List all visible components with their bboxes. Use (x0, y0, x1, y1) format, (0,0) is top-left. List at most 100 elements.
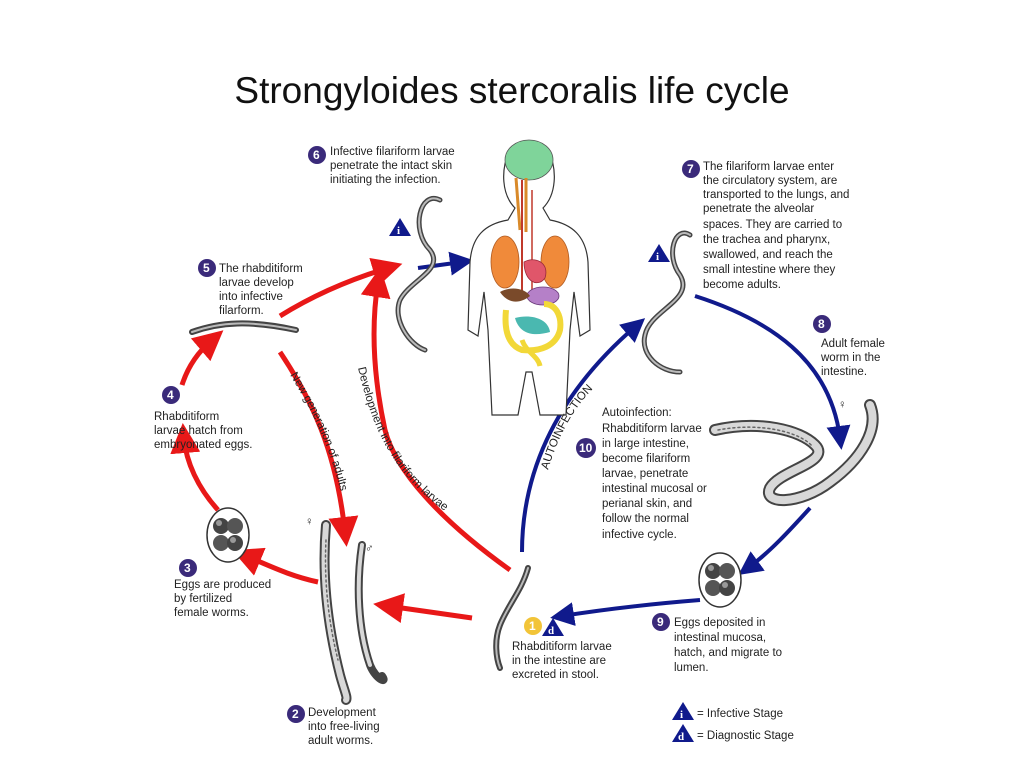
step-label-5: The rhabditiform larvae develop into inf… (219, 263, 303, 317)
svg-text:8: 8 (818, 317, 825, 331)
step-badge-6: 6 (308, 146, 326, 164)
svg-text:initiating the infection.: initiating the infection. (330, 174, 441, 186)
svg-text:4: 4 (167, 388, 174, 402)
infective-stage-icon-6: i (389, 218, 411, 237)
svg-text:2: 2 (292, 707, 299, 721)
female-symbol-2: ♀ (305, 516, 314, 528)
human-body-illustration (467, 139, 591, 416)
step-label-9: Eggs deposited in intestinal mucosa, hat… (674, 617, 782, 674)
svg-text:Autoinfection:: Autoinfection: (602, 407, 672, 419)
arrow-9-to-1 (550, 598, 701, 626)
svg-text:1: 1 (529, 619, 536, 633)
svg-text:in large intestine,: in large intestine, (602, 438, 689, 450)
svg-text:9: 9 (657, 615, 664, 629)
step-badge-4: 4 (162, 386, 180, 404)
svg-text:Eggs are produced: Eggs are produced (174, 579, 271, 591)
svg-text:Eggs deposited in: Eggs deposited in (674, 617, 765, 629)
svg-text:i: i (656, 251, 659, 263)
svg-text:excreted in stool.: excreted in stool. (512, 669, 599, 681)
svg-text:swallowed, and reach the: swallowed, and reach the (703, 249, 833, 261)
svg-text:Infective filariform larvae: Infective filariform larvae (330, 146, 455, 158)
male-symbol-2: ♂ (365, 543, 374, 555)
arrow-6-to-body (417, 251, 474, 276)
label-new-generation: New generation of adults (287, 370, 349, 492)
svg-text:small intestine where they: small intestine where they (703, 264, 836, 276)
svg-text:d: d (548, 625, 554, 637)
step-badge-5: 5 (198, 259, 216, 277)
legend-diagnostic-label: = Diagnostic Stage (697, 730, 794, 742)
step-label-4: Rhabditiform larvae hatch from embryonat… (154, 411, 252, 451)
diagnostic-stage-icon-1: d (542, 618, 564, 637)
svg-text:transported to the lungs, and: transported to the lungs, and (703, 189, 849, 201)
svg-text:penetrate the alveolar: penetrate the alveolar (703, 203, 814, 215)
step-label-10: Autoinfection: Rhabditiform larvae in la… (602, 407, 707, 541)
svg-text:embryonated eggs.: embryonated eggs. (154, 439, 252, 451)
svg-text:intestine.: intestine. (821, 366, 867, 378)
svg-text:3: 3 (184, 561, 191, 575)
step-badge-2: 2 (287, 705, 305, 723)
legend-infective-label: = Infective Stage (697, 708, 783, 720)
arrow-7-to-8 (694, 294, 851, 450)
step-badge-9: 9 (652, 613, 670, 631)
red-arrows (170, 257, 512, 623)
svg-text:follow the normal: follow the normal (602, 513, 689, 525)
svg-text:5: 5 (203, 261, 210, 275)
arrow-new-generation (277, 350, 359, 547)
svg-text:into infective: into infective (219, 291, 283, 303)
svg-text:larvae hatch from: larvae hatch from (154, 425, 243, 437)
svg-text:d: d (678, 731, 684, 743)
page-title: Strongyloides stercoralis life cycle (234, 70, 790, 111)
label-development-filariform: Development into filariform larvae (355, 366, 450, 514)
svg-text:Rhabditiform larvae: Rhabditiform larvae (602, 423, 702, 435)
svg-text:the trachea and pharynx,: the trachea and pharynx, (703, 234, 830, 246)
svg-text:by fertilized: by fertilized (174, 593, 232, 605)
step-label-8: Adult female worm in the intestine. (820, 338, 885, 378)
svg-text:larvae, penetrate: larvae, penetrate (602, 468, 688, 480)
svg-text:6: 6 (313, 148, 320, 162)
svg-text:into free-living: into free-living (308, 721, 380, 733)
svg-text:The filariform larvae enter: The filariform larvae enter (703, 161, 834, 173)
arrow-2-to-3 (232, 547, 319, 585)
adult-female-worm-8 (709, 399, 879, 506)
arrow-5-to-6 (278, 257, 403, 319)
legend-infective-icon: i (672, 702, 694, 721)
step-badge-1: 1 (524, 617, 542, 635)
svg-text:hatch, and migrate to: hatch, and migrate to (674, 647, 782, 659)
step-label-1: Rhabditiform larvae in the intestine are… (512, 641, 612, 681)
svg-text:7: 7 (687, 162, 694, 176)
filariform-larva-7 (641, 230, 693, 375)
egg-step-3 (206, 507, 250, 563)
svg-text:Rhabditiform: Rhabditiform (154, 411, 219, 423)
svg-text:10: 10 (579, 441, 593, 455)
svg-text:i: i (680, 709, 683, 721)
svg-text:perianal skin, and: perianal skin, and (602, 498, 692, 510)
svg-text:become filariform: become filariform (602, 453, 690, 465)
svg-text:intestinal mucosa,: intestinal mucosa, (674, 632, 766, 644)
svg-text:Development: Development (308, 707, 377, 719)
step-label-3: Eggs are produced by fertilized female w… (174, 579, 271, 619)
svg-text:Rhabditiform larvae: Rhabditiform larvae (512, 641, 612, 653)
legend-diagnostic-icon: d (672, 724, 694, 743)
svg-text:female worms.: female worms. (174, 607, 249, 619)
svg-text:spaces. They are carried to: spaces. They are carried to (703, 219, 842, 231)
svg-text:larvae develop: larvae develop (219, 277, 294, 289)
svg-text:penetrate the intact skin: penetrate the intact skin (330, 160, 452, 172)
step-badge-3: 3 (179, 559, 197, 577)
infective-stage-icon-7: i (648, 244, 670, 263)
arrow-8-to-9 (738, 506, 812, 576)
step-label-7: The filariform larvae enter the circulat… (703, 161, 849, 291)
worm-illustrations (189, 195, 879, 705)
legend: i = Infective Stage d = Diagnostic Stage (672, 702, 794, 743)
svg-text:worm in the: worm in the (820, 352, 880, 364)
step-label-6: Infective filariform larvae penetrate th… (330, 146, 455, 186)
svg-text:intestinal mucosal or: intestinal mucosal or (602, 483, 707, 495)
svg-text:The rhabditiform: The rhabditiform (219, 263, 303, 275)
svg-text:the circulatory system, are: the circulatory system, are (703, 175, 837, 187)
step-label-2: Development into free-living adult worms… (308, 707, 380, 747)
svg-text:in the intestine are: in the intestine are (512, 655, 606, 667)
svg-text:lumen.: lumen. (674, 662, 709, 674)
arrow-development-filariform (360, 267, 512, 573)
step-badge-8: 8 (813, 315, 831, 333)
arrow-1-to-2 (373, 593, 473, 623)
